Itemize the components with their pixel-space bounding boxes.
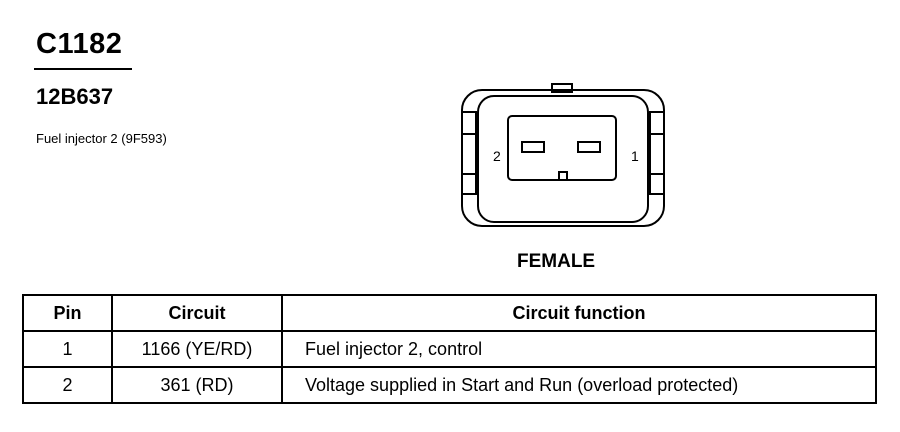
table-row: 2 361 (RD) Voltage supplied in Start and… [22, 366, 877, 404]
cell-pin: 2 [22, 366, 113, 404]
cell-pin: 1 [22, 330, 113, 368]
pin-label-1: 1 [631, 148, 639, 164]
cell-function: Voltage supplied in Start and Run (overl… [281, 366, 877, 404]
latch-tab [551, 83, 573, 93]
terminal-pin-1 [577, 141, 601, 153]
terminal-pin-2 [521, 141, 545, 153]
inner-shell [477, 95, 649, 223]
table-row: 1 1166 (YE/RD) Fuel injector 2, control [22, 330, 877, 368]
header-circuit: Circuit [111, 294, 283, 332]
header-circuit-function: Circuit function [281, 294, 877, 332]
connector-diagram [461, 83, 665, 227]
cell-function: Fuel injector 2, control [281, 330, 877, 368]
connector-description: Fuel injector 2 (9F593) [36, 131, 167, 146]
table-header-row: Pin Circuit Circuit function [22, 294, 877, 332]
connector-id: C1182 [36, 28, 123, 60]
right-rail [649, 111, 665, 195]
connector-gender: FEMALE [517, 251, 596, 272]
title-underline [34, 68, 132, 70]
key-notch [558, 171, 568, 181]
cell-circuit: 361 (RD) [111, 366, 283, 404]
header-pin: Pin [22, 294, 113, 332]
left-rail [461, 111, 477, 195]
pinout-table: Pin Circuit Circuit function 1 1166 (YE/… [22, 294, 877, 404]
part-number: 12B637 [36, 84, 114, 109]
pin-label-2: 2 [493, 148, 501, 164]
cell-circuit: 1166 (YE/RD) [111, 330, 283, 368]
